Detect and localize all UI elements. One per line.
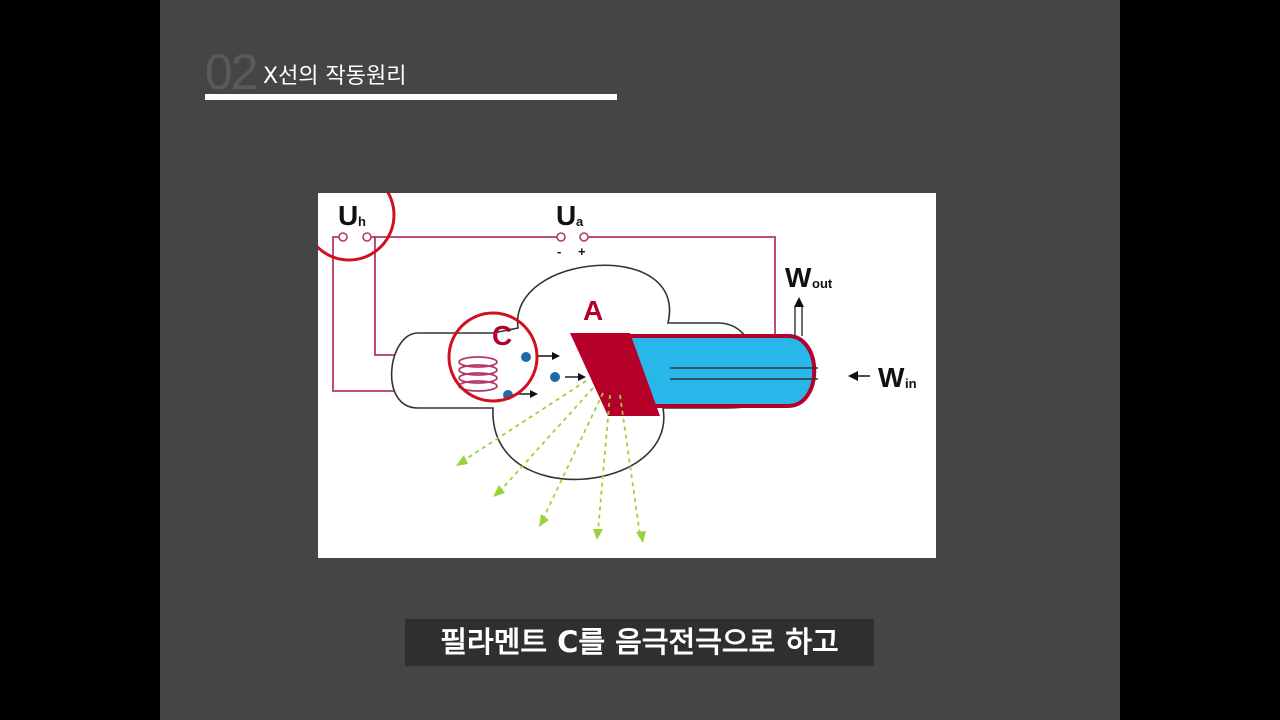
terminal-ua-minus xyxy=(556,232,566,242)
electrons xyxy=(503,352,586,400)
section-title: X선의 작동원리 xyxy=(263,64,407,89)
terminal-ua-plus xyxy=(579,232,589,242)
anode-target xyxy=(570,333,660,416)
label-ua-sub: a xyxy=(576,214,584,229)
label-wout-sub: out xyxy=(812,276,833,291)
terminal-uh-right xyxy=(362,232,372,242)
label-win-sub: in xyxy=(905,376,917,391)
electron-arrowhead xyxy=(578,373,586,381)
label-uh: U xyxy=(338,200,358,231)
electron-arrowhead xyxy=(552,352,560,360)
label-uh-sub: h xyxy=(358,214,366,229)
label-wout: W xyxy=(785,262,812,293)
label-plus: + xyxy=(578,244,586,259)
coolant-chamber xyxy=(616,334,817,408)
terminals xyxy=(338,232,589,242)
label-cathode: C xyxy=(492,320,512,351)
xray-beams xyxy=(462,380,641,536)
label-minus: - xyxy=(557,244,561,259)
title-underline xyxy=(205,94,617,100)
electron xyxy=(550,372,560,382)
label-win: W xyxy=(878,362,905,393)
electron xyxy=(521,352,531,362)
section-number: 02 xyxy=(205,44,259,100)
anode-wire xyxy=(588,236,776,335)
win-arrowhead xyxy=(848,371,858,381)
wout-arrowhead xyxy=(794,297,804,307)
filament-coil xyxy=(458,356,498,392)
xray-tube-svg: U h U a - + A C W out W in xyxy=(318,193,917,543)
label-anode: A xyxy=(583,295,603,326)
xray-arrowheads xyxy=(456,455,646,543)
xray-tube-diagram: U h U a - + A C W out W in xyxy=(318,193,936,558)
highlight-circle-uh xyxy=(318,193,396,262)
subtitle-caption: 필라멘트 C를 음극전극으로 하고 xyxy=(405,619,874,666)
coolant-pipes xyxy=(670,306,818,380)
highlight-circles xyxy=(318,193,539,403)
terminal-uh-left xyxy=(338,232,348,242)
electron-arrowhead xyxy=(530,390,538,398)
highlight-circle-cathode xyxy=(447,311,539,403)
filament-wire-outer xyxy=(332,236,396,392)
electron-arrows xyxy=(518,355,580,395)
label-ua: U xyxy=(556,200,576,231)
